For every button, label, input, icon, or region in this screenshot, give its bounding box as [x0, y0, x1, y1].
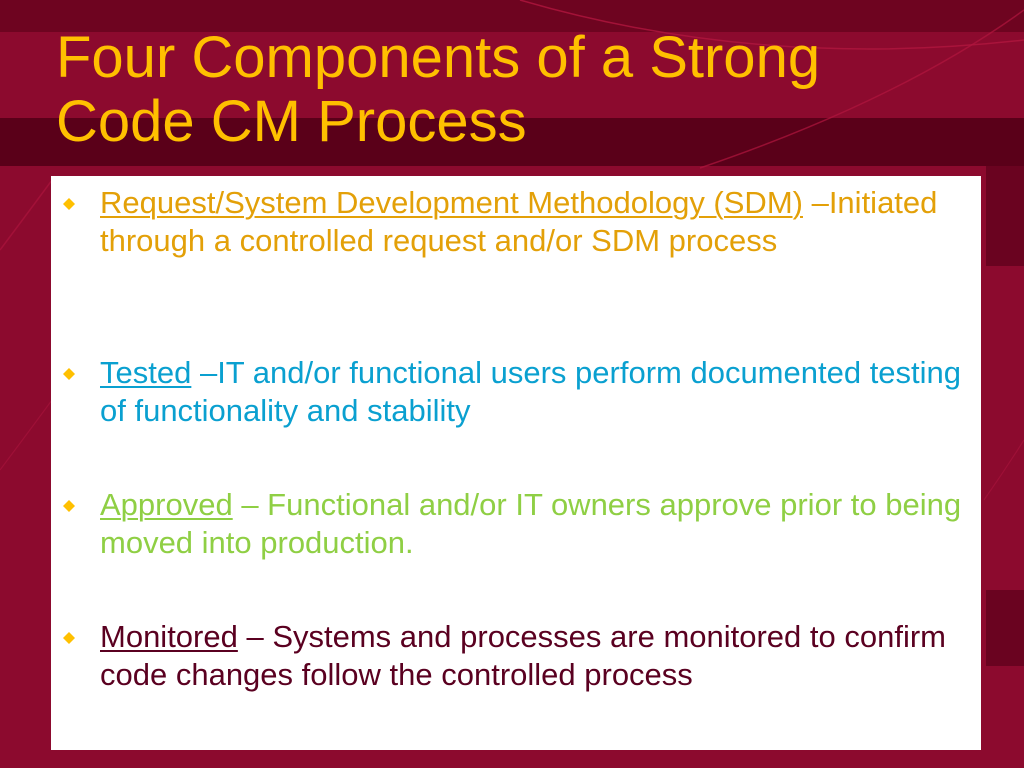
bullet-text: Monitored – Systems and processes are mo…	[100, 618, 970, 694]
content-box: Request/System Development Methodology (…	[51, 176, 981, 750]
title-line-1: Four Components of a Strong	[56, 25, 821, 90]
title-line-2: Code CM Process	[56, 89, 527, 154]
bullet-text: Request/System Development Methodology (…	[100, 184, 970, 260]
bullet-text: Approved – Functional and/or IT owners a…	[100, 486, 970, 562]
bullet-text: Tested –IT and/or functional users perfo…	[100, 354, 970, 430]
bullet-term: Request/System Development Methodology (…	[100, 185, 803, 220]
diamond-bullet-icon	[63, 500, 75, 512]
bullet-term: Monitored	[100, 619, 238, 654]
bullet-term: Tested	[100, 355, 192, 390]
diamond-bullet-icon	[63, 368, 75, 380]
bullet-description: – Systems and processes are monitored to…	[100, 619, 947, 692]
diamond-bullet-icon	[63, 632, 75, 644]
bullet-description: – Functional and/or IT owners approve pr…	[100, 487, 962, 560]
bullet-description: –IT and/or functional users perform docu…	[100, 355, 962, 428]
bullet-term: Approved	[100, 487, 233, 522]
diamond-bullet-icon	[63, 198, 75, 210]
bullet-description: –Initiated through a controlled request …	[100, 185, 938, 258]
slide-title: Four Components of a Strong Code CM Proc…	[56, 26, 996, 154]
